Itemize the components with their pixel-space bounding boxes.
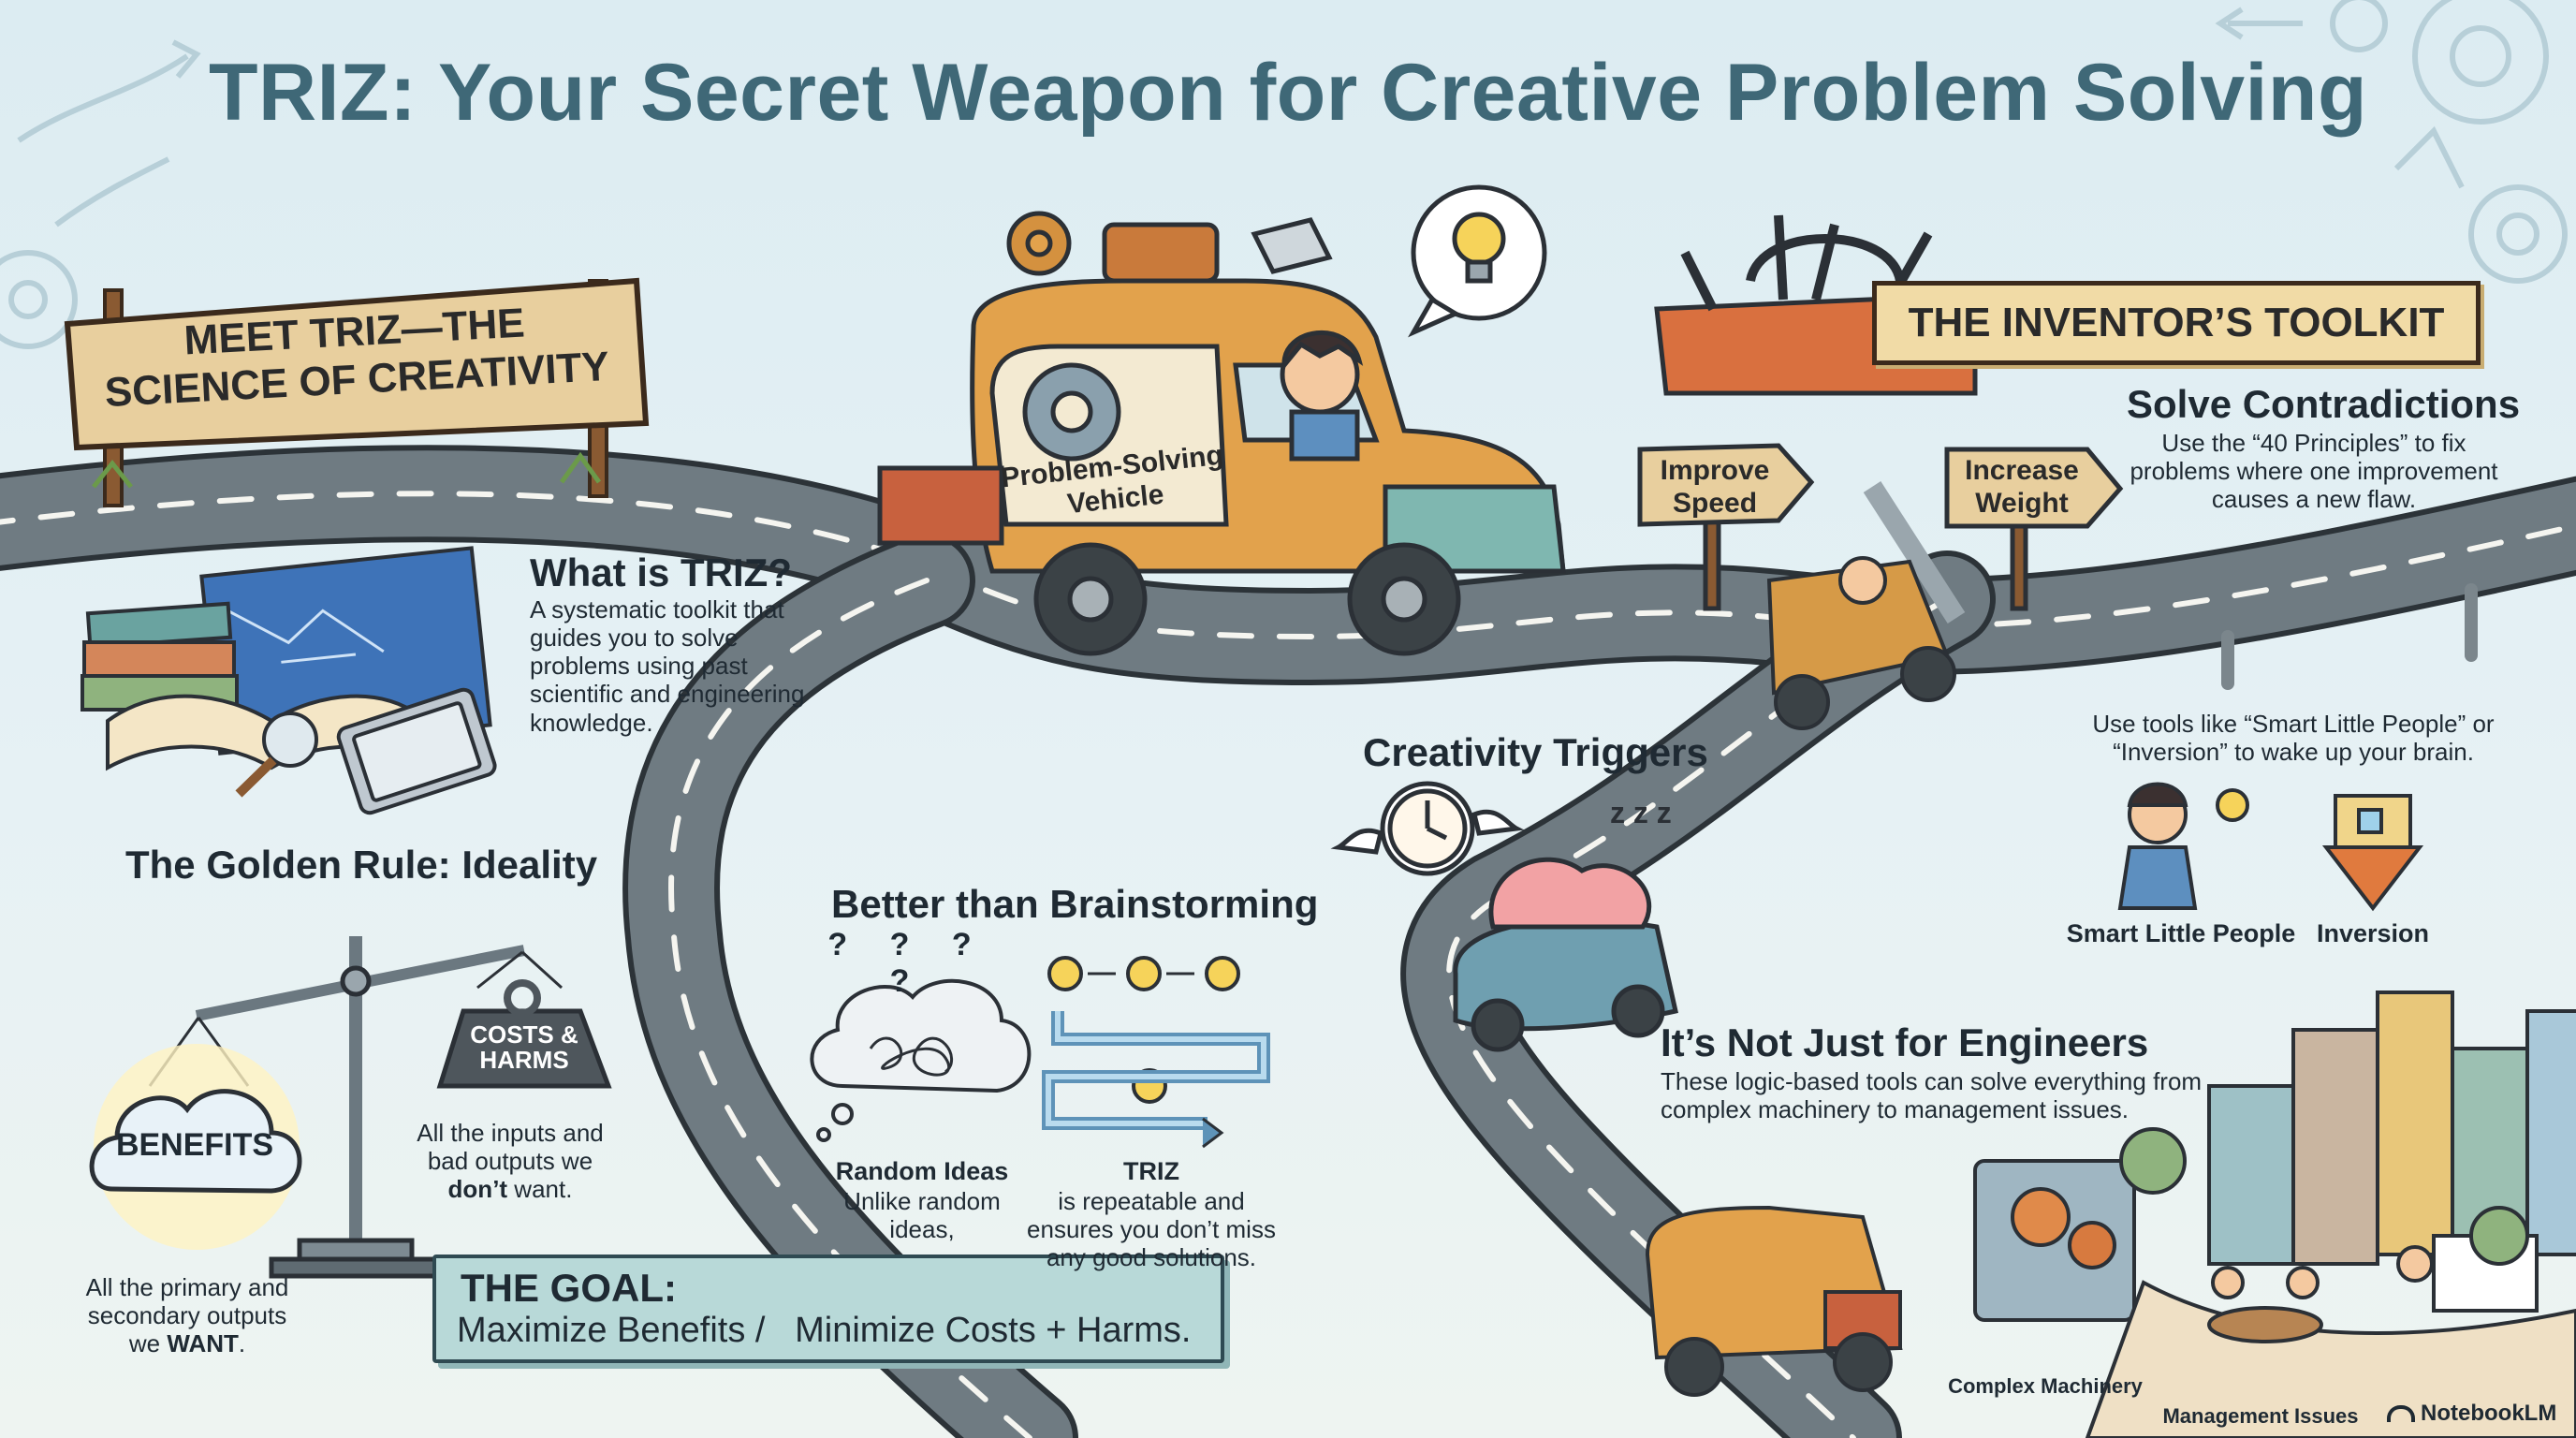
brain-car-illustration: [1330, 781, 1678, 1052]
creativity-triggers-text: Use tools like “Smart Little People” or …: [2092, 710, 2495, 767]
toolkit-sign-label: THE INVENTOR’S TOOLKIT: [1872, 281, 2481, 365]
benefits-text-post: .: [238, 1329, 246, 1358]
ideality-heading: The Golden Rule: Ideality: [125, 843, 598, 887]
goal-box: THE GOAL: Maximize Benefits / Minimize C…: [432, 1255, 1224, 1363]
costs-text-post: want.: [507, 1175, 573, 1204]
smart-little-people-icon: [2117, 782, 2249, 910]
sign-meet-triz: [64, 277, 650, 507]
question-marks: ? ? ? ?: [827, 927, 988, 999]
small-van-right: [1766, 556, 1956, 730]
brainstorming-heading: Better than Brainstorming: [831, 882, 1319, 926]
inversion-label: Inversion: [2316, 919, 2430, 947]
what-is-triz-heading: What is TRIZ?: [530, 550, 792, 594]
brand-badge: NotebookLM: [2387, 1401, 2556, 1427]
sleep-zzz: z z z: [1610, 796, 1672, 829]
random-ideas-cloud: [810, 978, 1032, 1142]
goal-title: THE GOAL:: [461, 1266, 677, 1310]
benefits-text: All the primary and secondary outputs we…: [75, 1273, 300, 1357]
improve-speed-label: Improve Speed: [1660, 455, 1770, 519]
benefits-label: BENEFITS: [115, 1127, 274, 1163]
solve-contradictions-heading: Solve Contradictions: [2127, 382, 2521, 426]
problem-solving-vehicle: [877, 211, 1566, 656]
what-is-triz-text: A systematic toolkit that guides you to …: [530, 595, 805, 737]
direction-signs: [1637, 443, 2124, 624]
creativity-triggers-heading: Creativity Triggers: [1363, 730, 1708, 774]
city-and-machinery-illustration: [1973, 990, 2576, 1438]
costs-text-em: don’t: [447, 1175, 508, 1204]
triz-flow-diagram: [1042, 956, 1270, 1149]
notebooklm-logo-icon: [2387, 1405, 2415, 1422]
complex-machinery-label: Complex Machinery: [1948, 1374, 2143, 1398]
solve-contradictions-text: Use the “40 Principles” to fix problems …: [2130, 429, 2498, 514]
benefits-text-pre: All the primary and secondary outputs we: [85, 1273, 289, 1358]
inversion-house-icon: [2321, 794, 2424, 912]
page-title: TRIZ: Your Secret Weapon for Creative Pr…: [209, 48, 2367, 138]
lightbulb-idea-bubble: [1408, 184, 1547, 338]
benefits-text-em: WANT: [167, 1329, 239, 1358]
management-issues-label: Management Issues: [2162, 1404, 2359, 1428]
increase-weight-label: Increase Weight: [1965, 455, 2079, 519]
not-just-engineers-heading: It’s Not Just for Engineers: [1661, 1020, 2149, 1064]
books-blueprint-illustration: [80, 546, 497, 815]
decorative-gears: [0, 0, 2568, 349]
smart-little-people-label: Smart Little People: [2066, 919, 2296, 947]
not-just-engineers-text: These logic-based tools can solve everyt…: [1661, 1067, 2203, 1124]
triz-flow-text: is repeatable and ensures you don’t miss…: [1027, 1187, 1276, 1272]
goal-text: Maximize Benefits / Minimize Costs + Har…: [457, 1311, 1192, 1350]
ideality-scale: [89, 936, 612, 1279]
costs-harms-text: All the inputs and bad outputs we don’t …: [412, 1119, 608, 1203]
costs-harms-label: COSTS & HARMS: [470, 1020, 578, 1075]
random-ideas-text: Unlike random ideas,: [843, 1187, 1001, 1244]
brand-name: NotebookLM: [2421, 1401, 2557, 1426]
costs-text-pre: All the inputs and bad outputs we: [417, 1119, 604, 1176]
triz-flow-title: TRIZ: [1123, 1157, 1179, 1185]
small-van-bottom: [1645, 1205, 1903, 1397]
random-ideas-title: Random Ideas: [835, 1157, 1009, 1185]
decorative-arrows: [17, 7, 2465, 227]
